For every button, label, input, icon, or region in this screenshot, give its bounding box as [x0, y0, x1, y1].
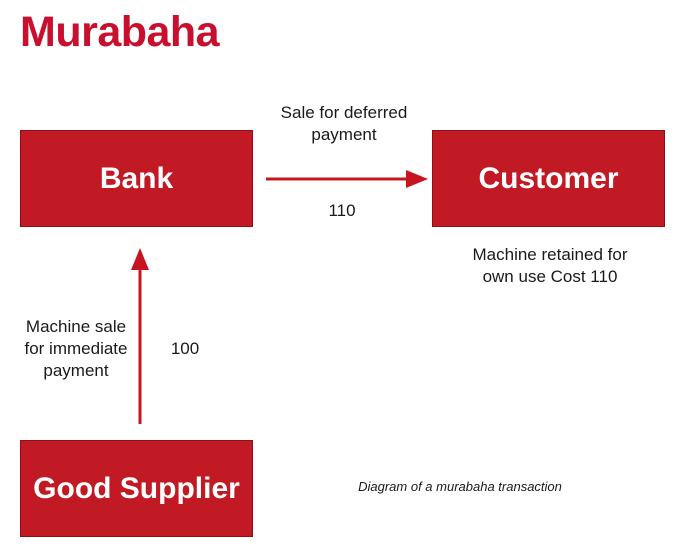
customer-node-label: Customer	[478, 161, 619, 195]
page-title: Murabaha	[20, 8, 220, 56]
bank-to-customer-label: Sale for deferred payment	[258, 102, 430, 146]
supplier-to-bank-label: Machine sale for immediate payment	[14, 316, 138, 382]
diagram-caption: Diagram of a murabaha transaction	[358, 479, 562, 494]
customer-note: Machine retained for own use Cost 110	[440, 244, 660, 288]
supplier-to-bank-label-line-3: payment	[43, 361, 109, 380]
arrow-bank-to-customer	[266, 170, 428, 188]
bank-node-label: Bank	[99, 161, 174, 195]
supplier-to-bank-label-line-2: for immediate	[24, 339, 128, 358]
supplier-node: Good Supplier	[20, 440, 253, 537]
customer-node: Customer	[432, 130, 665, 227]
bank-node: Bank	[20, 130, 253, 227]
bank-to-customer-amount: 110	[328, 201, 356, 220]
supplier-to-bank-label-line-1: Machine sale	[25, 317, 127, 336]
bank-to-customer-label-line-2: payment	[311, 125, 377, 144]
supplier-node-label: Good Supplier	[33, 471, 240, 505]
supplier-to-bank-amount: 100	[170, 339, 200, 358]
customer-note-line-1: Machine retained for	[472, 245, 628, 264]
customer-note-line-2: own use Cost 110	[482, 267, 618, 286]
bank-to-customer-label-line-1: Sale for deferred	[280, 103, 408, 122]
